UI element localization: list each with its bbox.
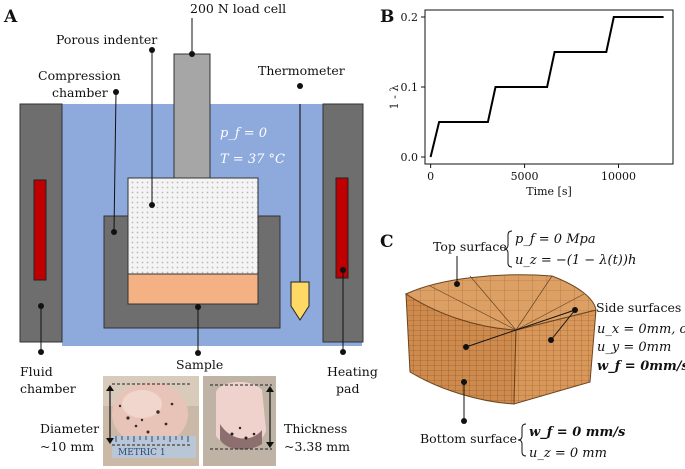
- heater-left: [33, 179, 47, 281]
- y-tick-label: 0.1: [401, 81, 419, 94]
- porous-indenter-label: Porous indenter: [56, 32, 157, 47]
- load-cell-label: 200 N load cell: [190, 1, 286, 16]
- y-tick-label: 0.0: [401, 151, 419, 164]
- x-tick-label: 10000: [601, 170, 636, 183]
- x-tick-label: 5000: [511, 170, 539, 183]
- sample-label: Sample: [176, 357, 223, 372]
- panel-b-label: B: [380, 7, 394, 27]
- porous-indenter: [127, 177, 259, 275]
- top-equation-1: p_f = 0 Mpa: [515, 232, 596, 247]
- side-equation-1: u_x = 0mm, or: [597, 322, 685, 337]
- bottom-equation-2: u_z = 0 mm: [529, 446, 607, 461]
- sample-photo-diameter: METRIC 1: [103, 376, 199, 466]
- sample: [127, 273, 259, 305]
- bottom-surface-label: Bottom surface: [420, 431, 517, 446]
- load-cell-rod: [173, 53, 211, 179]
- heating-pad-label-1: Heating: [327, 364, 378, 379]
- panel-c-label: C: [380, 232, 394, 252]
- ruler-text: METRIC 1: [118, 448, 166, 458]
- side-equation-3: w_f = 0mm/s: [597, 359, 685, 374]
- fluid-chamber-label-2: chamber: [20, 381, 76, 396]
- heating-pad-label-2: pad: [336, 381, 359, 396]
- thermometer-label: Thermometer: [258, 63, 345, 78]
- temperature-equation: T = 37 °C: [220, 152, 285, 167]
- panel-a-label: A: [3, 7, 18, 27]
- x-tick-label: 0: [427, 170, 434, 183]
- thickness-label-2: ~3.38 mm: [284, 439, 350, 454]
- compression-chamber-label-2: chamber: [52, 85, 108, 100]
- side-surfaces-label: Side surfaces: [596, 300, 681, 315]
- compression-chamber-label-1: Compression: [38, 68, 121, 83]
- thermometer-icon: [290, 281, 310, 321]
- series-line: [429, 16, 664, 158]
- top-surface-label: Top surface: [433, 239, 507, 254]
- sample-photo-thickness: [203, 376, 276, 466]
- heater-right: [335, 177, 349, 279]
- top-equation-2: u_z = −(1 − λ(t))h: [515, 253, 636, 268]
- x-axis-label: Time [s]: [526, 185, 572, 198]
- bottom-equation-1: w_f = 0 mm/s: [529, 425, 626, 440]
- fluid-chamber-label-1: Fluid: [20, 364, 53, 379]
- y-tick-label: 0.2: [401, 11, 419, 24]
- step-chart: 0.0 0.1 0.2 0 5000 10000 1 - λ Time [s]: [388, 9, 674, 198]
- plot-frame: [424, 9, 674, 165]
- diameter-label-2: ~10 mm: [40, 439, 94, 454]
- side-equation-2: u_y = 0mm: [597, 340, 671, 355]
- thickness-label-1: Thickness: [284, 421, 347, 436]
- diameter-label-1: Diameter: [40, 421, 99, 436]
- mesh-model: [404, 274, 597, 405]
- pf-equation: p_f = 0: [220, 126, 267, 141]
- y-axis-label: 1 - λ: [388, 85, 401, 110]
